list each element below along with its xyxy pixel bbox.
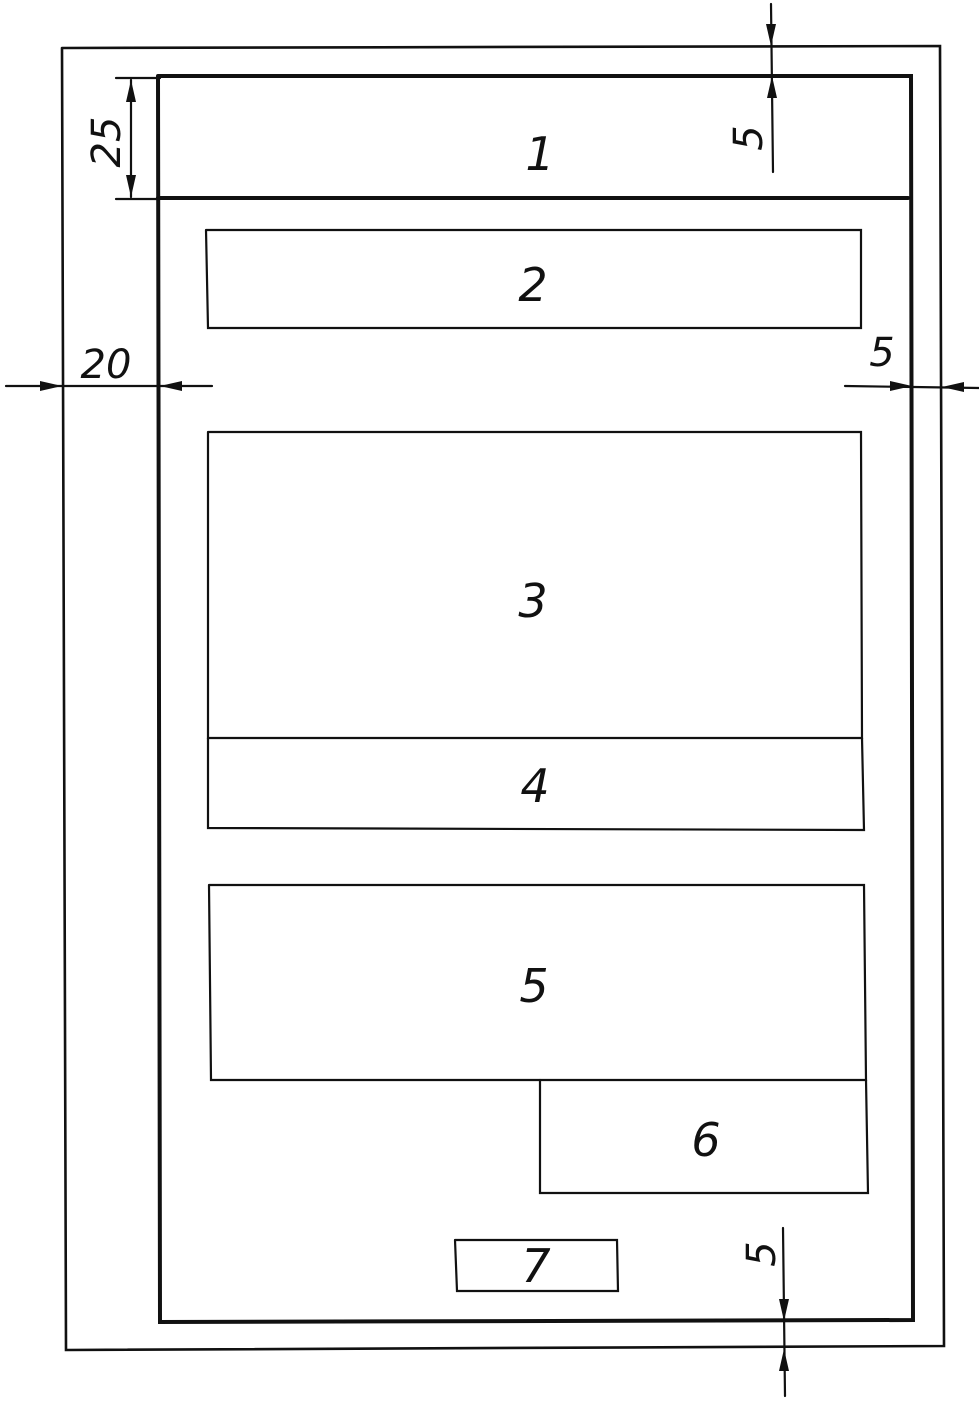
- dim-25-arrow-bottom: [126, 175, 136, 197]
- dim-20-arrow-left: [40, 381, 62, 391]
- block-4-frame: [206, 736, 866, 832]
- dim-bottom-5-arrow-up: [779, 1349, 789, 1371]
- block-2-frame: [204, 228, 863, 330]
- block-7-label: 7: [521, 1239, 550, 1293]
- dim-top-5-arrow-down: [766, 24, 776, 46]
- block-6-frame: [538, 1078, 870, 1195]
- dim-25-arrow-top: [126, 80, 136, 102]
- dim-top-5-arrow-up: [767, 76, 777, 98]
- dim-25-label: 25: [84, 117, 130, 168]
- block-3-label: 3: [518, 574, 547, 628]
- dim-20-arrow-right: [160, 381, 182, 391]
- dim-right-5-arrow-out: [942, 382, 964, 392]
- block-4-label: 4: [520, 759, 549, 813]
- inner-frame: [156, 74, 916, 1325]
- dim-top-5-label: 5: [726, 125, 772, 150]
- block-1-label: 1: [525, 127, 554, 181]
- block-6-label: 6: [691, 1113, 720, 1167]
- dim-20-label: 20: [81, 342, 132, 388]
- dim-right-5-label: 5: [869, 330, 894, 376]
- block-2-label: 2: [518, 258, 547, 312]
- dim-bottom-5-arrow-down: [779, 1299, 789, 1321]
- dim-bottom-5-label: 5: [739, 1241, 785, 1266]
- block-5-label: 5: [519, 959, 548, 1013]
- dim-right-5-arrow-in: [890, 381, 912, 391]
- block-7-frame: [453, 1238, 620, 1293]
- outer-sheet-border: [60, 44, 946, 1352]
